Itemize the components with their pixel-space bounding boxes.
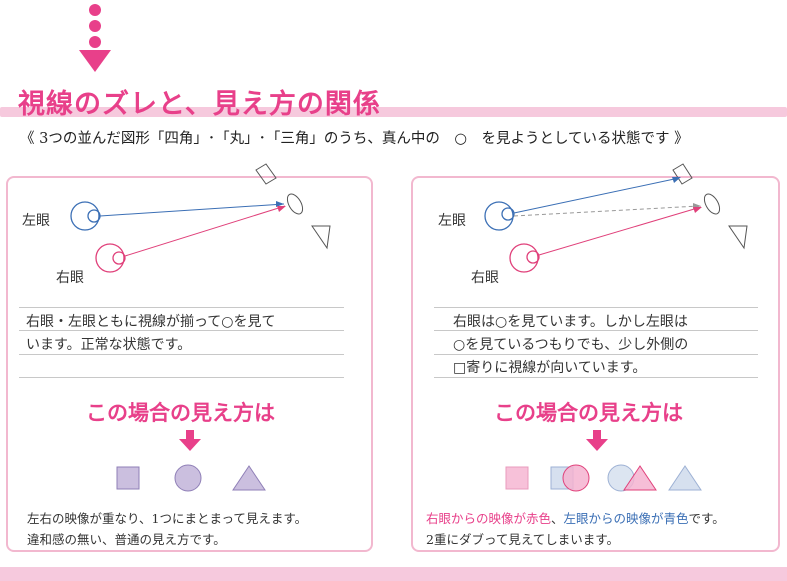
normal-caption-line-1: 左右の映像が重なり、1つにまとまって見えます。 xyxy=(27,511,308,526)
misaligned-description-line-1: 右眼は○を見ています。しかし左眼は xyxy=(453,314,688,330)
left-eye-icon xyxy=(70,201,100,231)
arrow-down-icon xyxy=(586,430,608,451)
misaligned-caption-line-2: 2重にダブって見えてしまいます。 xyxy=(426,532,619,547)
double-vision-shapes xyxy=(505,464,702,492)
misaligned-description-line-3: □寄りに視線が向いています。 xyxy=(453,360,647,376)
normal-description-line-1: 右眼・左眼ともに視線が揃って○を見て xyxy=(26,314,276,330)
misaligned-description-line-2: ○を見ているつもりでも、少し外側の xyxy=(453,337,689,353)
right-eye-label: 右眼 xyxy=(471,270,499,286)
target-triangle-icon xyxy=(728,225,748,250)
left-pupil-icon xyxy=(87,209,101,223)
intro-arrow-icon xyxy=(79,4,111,72)
right-eye-label: 右眼 xyxy=(56,270,84,286)
bottom-bar xyxy=(0,567,787,581)
normal-result-heading: この場合の見え方は xyxy=(86,401,275,425)
blue-image-label: 左眼からの映像が青色 xyxy=(563,511,689,526)
left-eye-gaze-line xyxy=(513,177,680,214)
red-image-label: 右眼からの映像が赤色 xyxy=(426,511,552,526)
dot-icon xyxy=(89,36,101,48)
left-eye-label: 左眼 xyxy=(438,213,466,229)
red-triangle-icon xyxy=(623,465,657,491)
result-square-icon xyxy=(116,466,140,490)
result-circle-icon xyxy=(174,464,202,492)
result-triangle-icon xyxy=(232,465,266,491)
page-title: 視線のズレと、見え方の関係 xyxy=(18,89,381,120)
misaligned-gaze-diagram xyxy=(484,163,748,273)
right-pupil-icon xyxy=(526,250,540,264)
arrow-down-icon xyxy=(79,50,111,72)
normal-gaze-diagram xyxy=(70,163,331,273)
right-eye-icon xyxy=(509,243,539,273)
caption-separator: 、 xyxy=(551,511,564,526)
title-underline xyxy=(0,107,787,117)
normal-description-line-2: います。正常な状態です。 xyxy=(26,337,192,353)
blue-triangle-icon xyxy=(668,465,702,491)
arrow-down-icon xyxy=(179,430,201,451)
normal-caption-line-2: 違和感の無い、普通の見え方です。 xyxy=(27,532,226,547)
caption-end: です。 xyxy=(688,511,725,526)
target-circle-icon xyxy=(703,193,721,215)
left-eye-icon xyxy=(484,201,514,231)
left-eye-gaze-line xyxy=(99,203,285,217)
red-square-icon xyxy=(505,466,529,490)
target-square-icon xyxy=(255,163,277,185)
right-eye-gaze-line xyxy=(124,205,286,257)
misaligned-result-heading: この場合の見え方は xyxy=(494,401,683,425)
dot-icon xyxy=(89,20,101,32)
red-circle-icon xyxy=(562,464,590,492)
target-square-icon xyxy=(672,163,693,185)
right-pupil-icon xyxy=(112,251,126,265)
left-eye-label: 左眼 xyxy=(22,213,50,229)
normal-result-shapes xyxy=(116,464,266,492)
target-circle-icon xyxy=(286,193,304,215)
right-eye-icon xyxy=(95,243,125,273)
dot-icon xyxy=(89,4,101,16)
misaligned-caption-line-1: 右眼からの映像が赤色、左眼からの映像が青色です。 xyxy=(426,508,725,527)
left-pupil-icon xyxy=(501,207,515,221)
intended-gaze-line xyxy=(513,205,700,217)
target-triangle-icon xyxy=(311,225,331,250)
right-eye-gaze-line xyxy=(538,206,702,256)
page-subtitle: 《 3つの並んだ図形「四角」･「丸」･「三角」のうち、真ん中の ○ を見ようとし… xyxy=(20,131,689,147)
